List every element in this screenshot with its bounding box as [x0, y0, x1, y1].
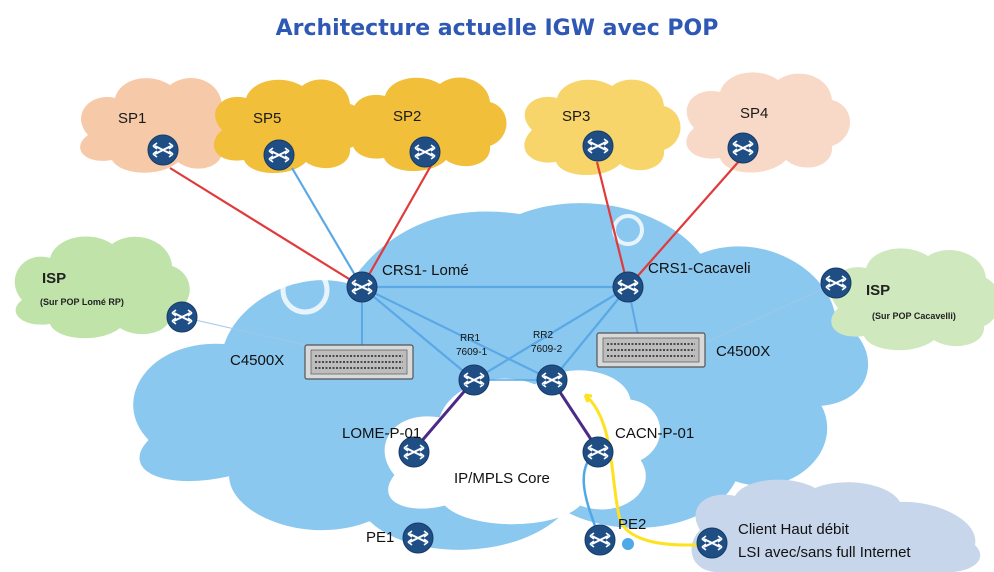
sp5-label: SP5	[253, 110, 282, 127]
lome-p01-label: LOME-P-01	[342, 425, 422, 442]
rr2-model-label: 7609-2	[531, 344, 563, 355]
cacn-p01-router-icon[interactable]	[582, 436, 614, 468]
sp3-cloud	[524, 79, 681, 176]
links	[169, 159, 837, 547]
sp2-cloud	[352, 77, 507, 172]
isp-right-cloud	[830, 248, 994, 351]
sp1-router-icon[interactable]	[147, 134, 179, 166]
c4500x-left-label: C4500X	[230, 352, 285, 369]
isp-left-cloud	[14, 236, 190, 339]
rr1-model-label: 7609-1	[456, 347, 488, 358]
crs1-lome-router-icon[interactable]	[346, 271, 378, 303]
sp4-label: SP4	[740, 105, 769, 122]
isp-left-router-icon[interactable]	[166, 301, 198, 333]
pe1-router-icon[interactable]	[402, 522, 434, 554]
sp5-cloud	[213, 79, 367, 174]
isp-left-detail: (Sur POP Lomé RP)	[40, 297, 124, 307]
backbone-cloud	[133, 203, 868, 550]
sp1-cloud	[80, 77, 240, 173]
sp2-label: SP2	[393, 108, 422, 125]
sp1-label: SP1	[118, 110, 147, 127]
cacn-p01-label: CACN-P-01	[615, 425, 695, 442]
client-router-icon[interactable]	[696, 527, 728, 559]
isp-right-detail: (Sur POP Cacavelli)	[872, 311, 956, 321]
rr2-name-label: RR2	[533, 330, 554, 341]
pe1-label: PE1	[366, 529, 395, 546]
core-label: IP/MPLS Core	[454, 470, 550, 487]
client-line2: LSI avec/sans full Internet	[738, 544, 911, 561]
rr1-name-label: RR1	[460, 333, 481, 344]
isp-left-name: ISP	[42, 270, 67, 287]
client-cloud	[691, 479, 981, 572]
pe2-router-icon[interactable]	[584, 524, 616, 556]
crs1-cacaveli-label: CRS1-Cacaveli	[648, 260, 751, 277]
c4500x-right-switch-icon	[596, 332, 706, 368]
sp2-router-icon[interactable]	[409, 136, 441, 168]
client-line1: Client Haut débit	[738, 521, 849, 538]
sp3-router-icon[interactable]	[582, 130, 614, 162]
sp4-router-icon[interactable]	[727, 132, 759, 164]
rr2-router-icon[interactable]	[536, 364, 568, 396]
pe2-port-dot	[622, 538, 634, 550]
diagram-title: Architecture actuelle IGW avec POP	[275, 16, 719, 41]
c4500x-left-switch-icon	[304, 344, 414, 380]
crs1-lome-label: CRS1- Lomé	[382, 262, 469, 279]
sp4-cloud	[686, 72, 850, 173]
rr1-router-icon[interactable]	[458, 364, 490, 396]
pe2-label: PE2	[618, 516, 647, 533]
core-cloud	[384, 370, 661, 525]
crs1-cacaveli-router-icon[interactable]	[612, 271, 644, 303]
isp-right-router-icon[interactable]	[820, 267, 852, 299]
sp5-router-icon[interactable]	[263, 139, 295, 171]
sp3-label: SP3	[562, 108, 591, 125]
c4500x-right-label: C4500X	[716, 343, 771, 360]
isp-right-name: ISP	[866, 282, 891, 299]
